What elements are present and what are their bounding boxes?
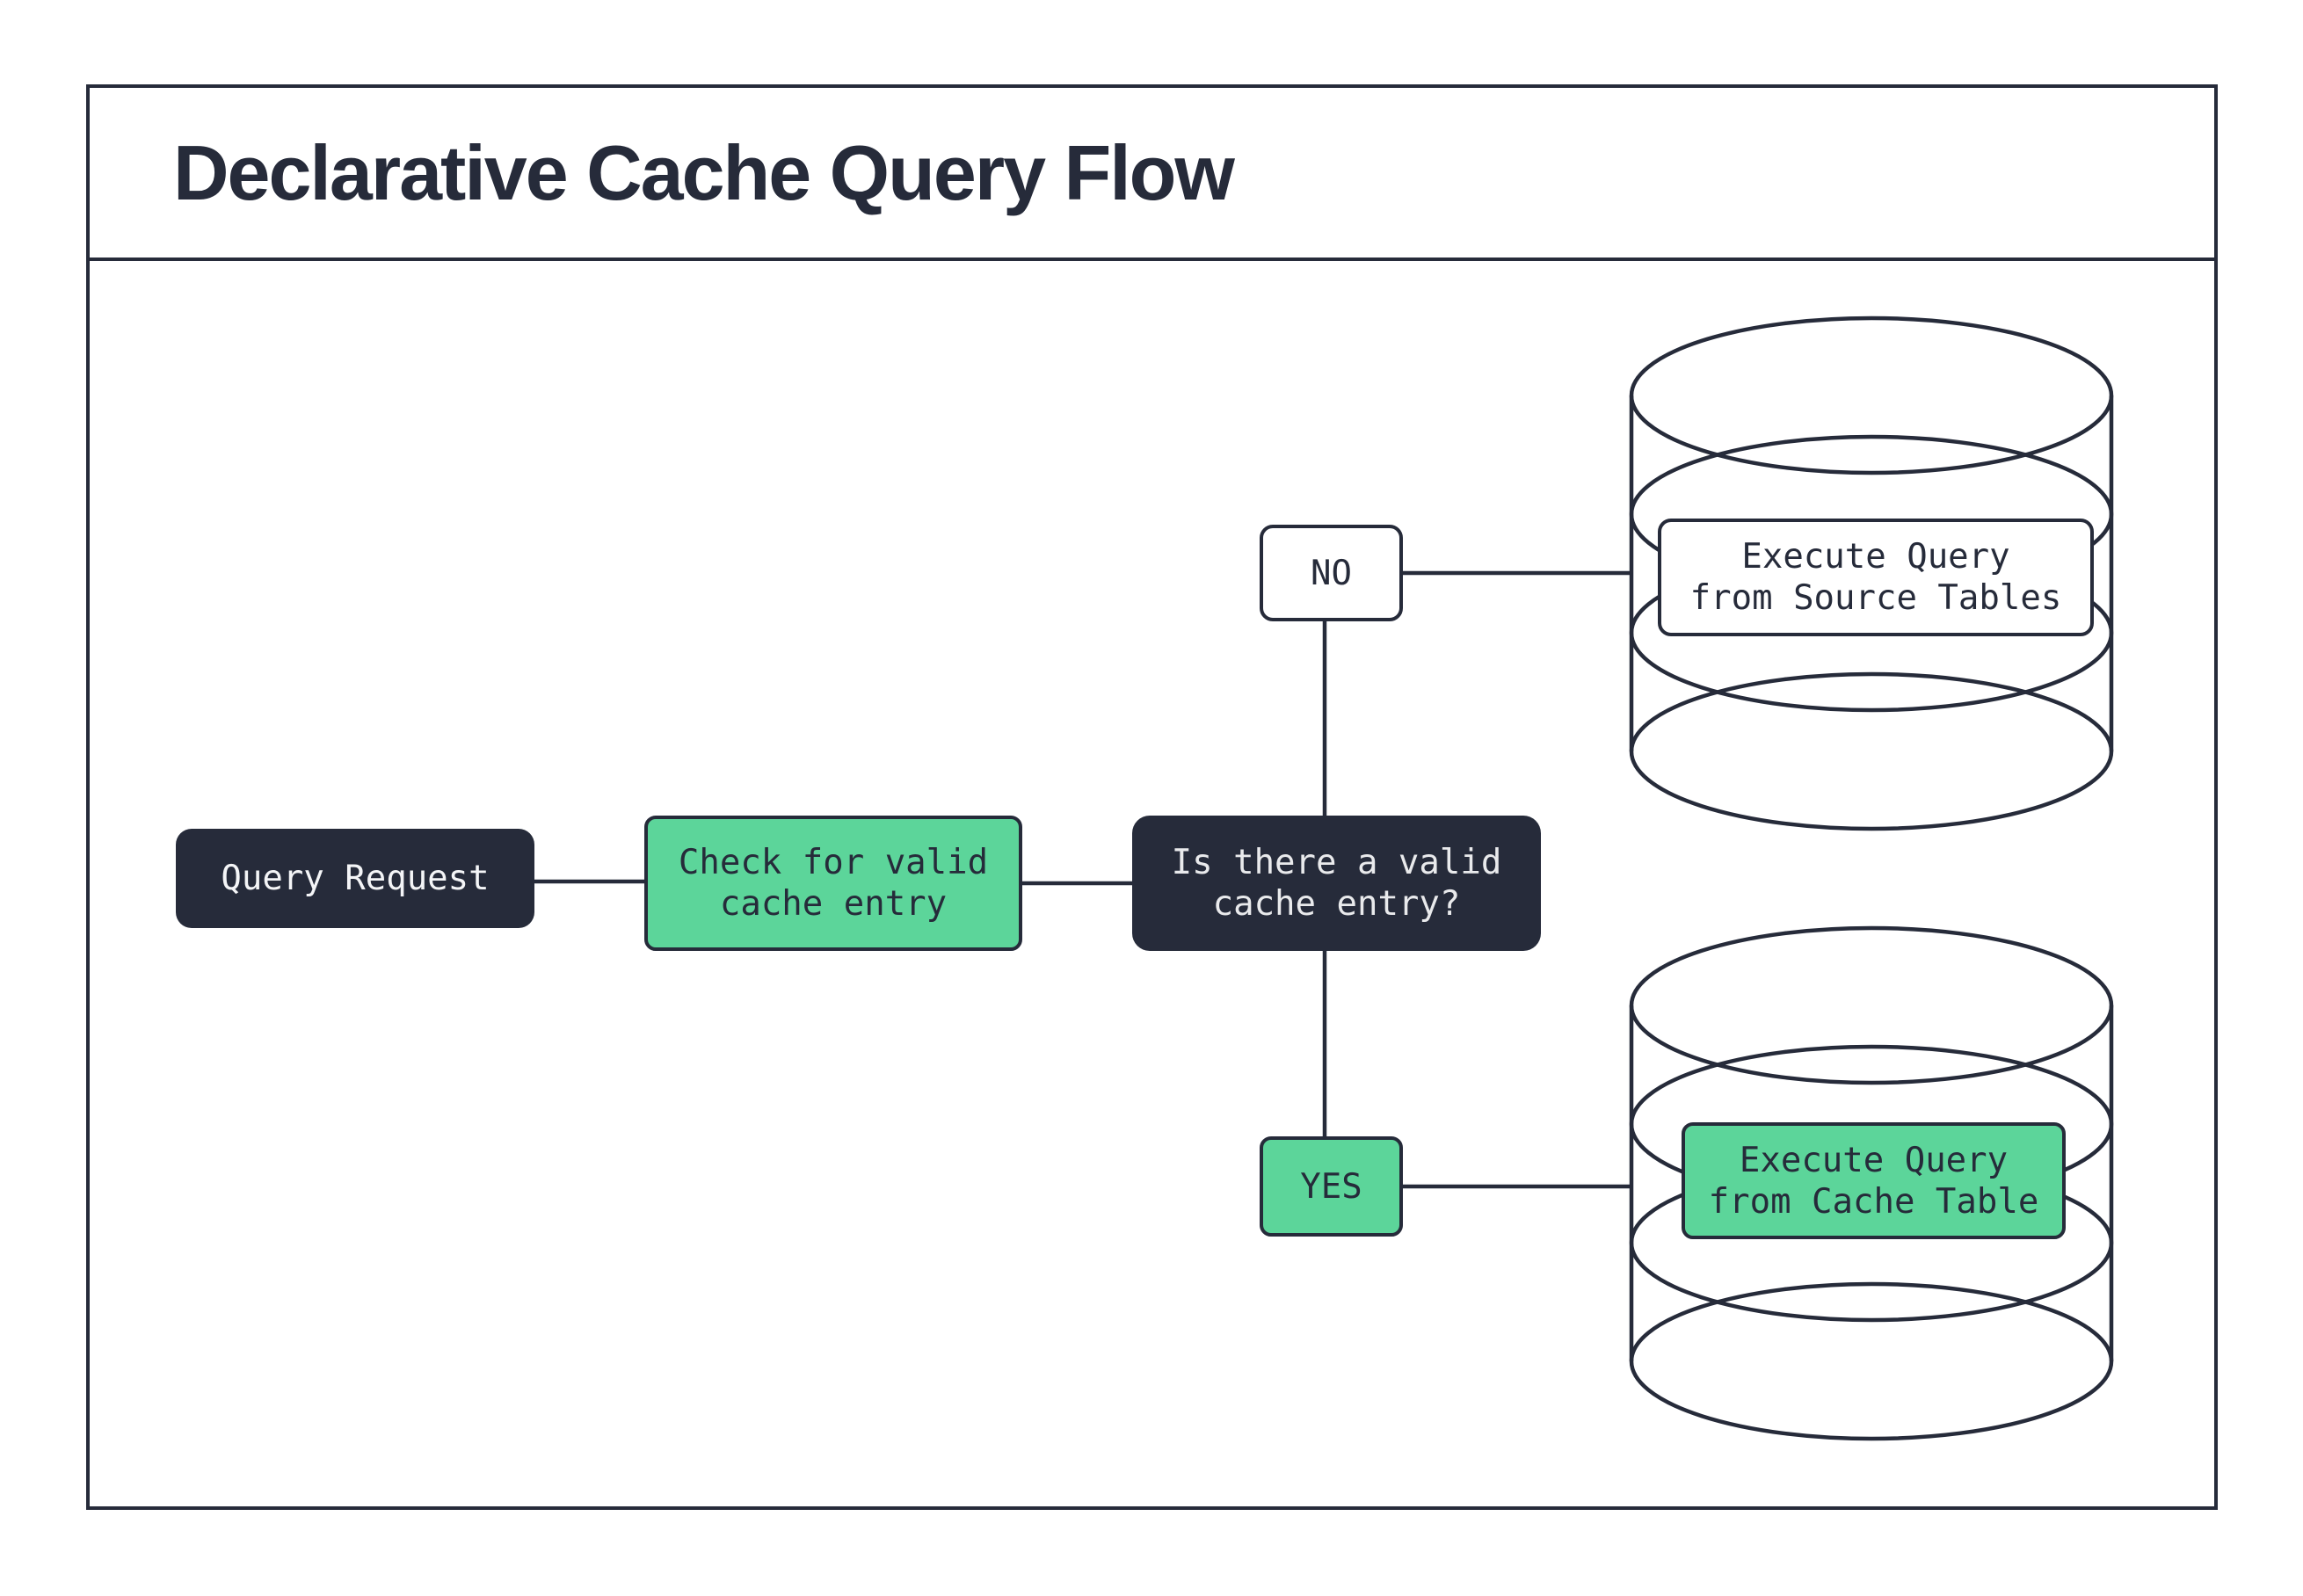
- node-decision-label-line2: cache entry?: [1212, 884, 1461, 924]
- node-yes-branch: YES: [1260, 1136, 1403, 1237]
- diagram-frame: Declarative Cache Query Flow: [86, 84, 2218, 1510]
- node-execute-query-source-line2: from Source Tables: [1689, 578, 2062, 618]
- node-query-request: Query Request: [176, 829, 534, 928]
- node-decision-label-line1: Is there a valid: [1171, 843, 1502, 882]
- node-execute-query-source: Execute Query from Source Tables: [1658, 519, 2094, 636]
- node-check-cache: Check for valid cache entry: [644, 816, 1022, 951]
- diagram-header: Declarative Cache Query Flow: [90, 88, 2214, 261]
- node-yes-branch-label: YES: [1300, 1166, 1362, 1207]
- node-execute-query-cache-line2: from Cache Table: [1708, 1181, 2039, 1222]
- node-no-branch-label: NO: [1311, 553, 1352, 593]
- node-no-branch: NO: [1260, 525, 1403, 621]
- node-execute-query-cache: Execute Query from Cache Table: [1682, 1122, 2066, 1239]
- node-check-cache-label-line1: Check for valid: [678, 843, 989, 882]
- node-execute-query-cache-line1: Execute Query: [1739, 1140, 2009, 1180]
- node-decision-valid-cache: Is there a valid cache entry?: [1132, 816, 1541, 951]
- node-check-cache-label-line2: cache entry: [719, 884, 948, 924]
- page-title: Declarative Cache Query Flow: [173, 128, 1235, 216]
- node-query-request-label: Query Request: [221, 859, 490, 898]
- source-database-cylinder-icon: [1629, 316, 2114, 831]
- cache-database-cylinder-icon: [1629, 925, 2114, 1441]
- node-execute-query-source-line1: Execute Query: [1741, 537, 2010, 577]
